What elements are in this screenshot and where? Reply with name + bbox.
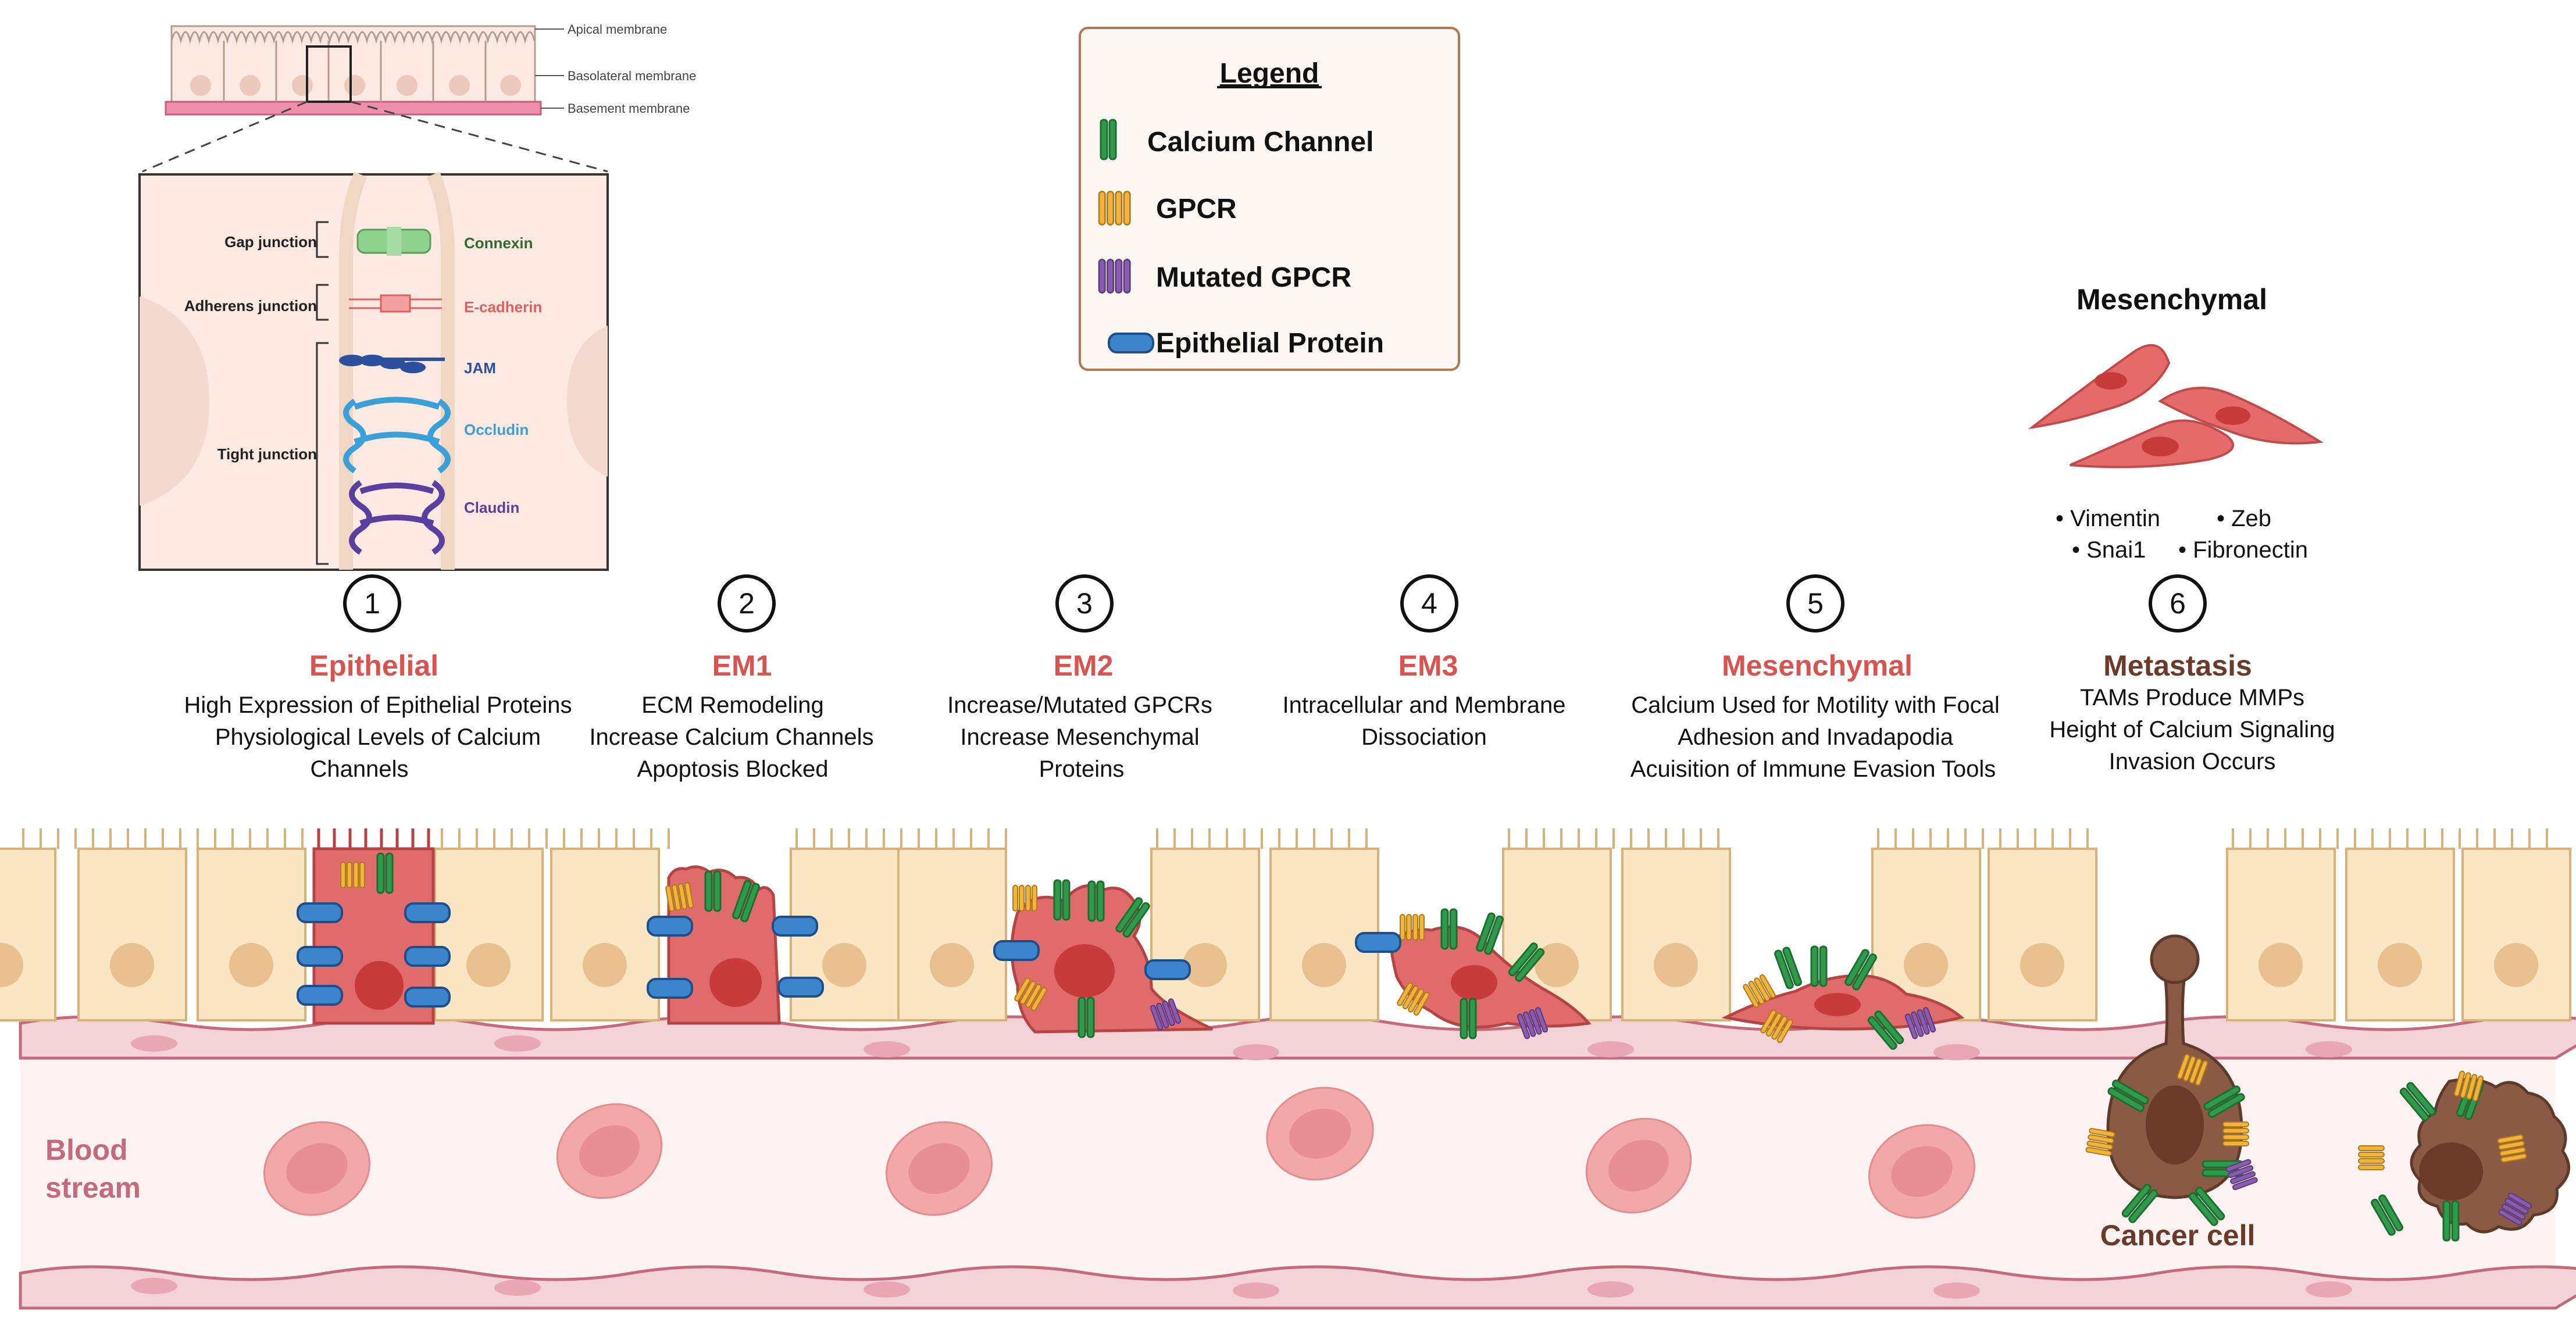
stage-3-em2-cell [993,879,1214,1038]
stage-line: Increase Mesenchymal [960,724,1199,750]
mesenchymal-panel: Mesenchymal • Vimentin • Zeb • Snai1 • F… [2028,283,2324,563]
stage-title: Metastasis [2103,649,2252,682]
epithelial-protein-icon [1144,959,1191,980]
legend-label-calcium-channel: Calcium Channel [1147,127,1373,158]
connexin-icon [356,227,431,256]
epithelial-protein-icon [993,940,1040,961]
stage-number: 5 [1807,587,1824,620]
stage-5-mesenchymal-cell [1721,945,1965,1051]
stage-line: Apoptosis Blocked [637,756,828,782]
blood-stream-label: Blood [45,1134,128,1166]
calcium-channel-icon [1475,912,1505,956]
e-cadherin-label: E-cadherin [464,298,542,316]
legend-label-gpcr: GPCR [1156,194,1237,224]
stage-line: Acuisition of Immune Evasion Tools [1630,756,1996,782]
stage-2: 2 EM1 ECM Remodeling Increase Calcium Ch… [589,574,874,782]
stage-line: Height of Calcium Signaling [2049,717,2335,742]
stage-number: 1 [364,587,380,620]
legend-box: Legend Calcium Channel GPCR Mutated GPCR… [1079,27,1460,371]
legend-title: Legend [1220,58,1319,89]
legend-label-epithelial-protein: Epithelial Protein [1156,328,1384,359]
epithelial-protein-icon [1355,932,1401,953]
stage-line: Physiological Levels of Calcium [215,724,541,750]
epithelial-protein-icon [404,946,451,967]
basolateral-membrane-label: Basolateral membrane [568,69,696,83]
claudin-label: Claudin [464,499,519,516]
stage-line: Calcium Used for Motility with Focal [1631,692,2000,718]
occludin-label: Occludin [464,421,529,438]
stage-number: 3 [1076,587,1093,620]
adherens-junction-label: Adherens junction [184,297,317,315]
marker-fibronectin: • Fibronectin [2178,537,2308,563]
basement-membrane-label: Basement membrane [568,101,690,116]
connexin-label: Connexin [464,234,533,252]
tight-junction-label: Tight junction [217,445,317,463]
stage-line: Increase/Mutated GPCRs [947,692,1212,718]
legend-item-mutated-gpcr: Mutated GPCR [1098,259,1351,294]
stage-4: 4 EM3 Intracellular and Membrane Dissoci… [1283,574,1566,750]
calcium-channel-icon [1773,946,1803,990]
stage-line: Dissociation [1361,724,1487,750]
occludin-icon [343,396,451,474]
epithelial-protein-icon [404,902,451,923]
legend-item-calcium-channel: Calcium Channel [1100,119,1373,160]
stage-title: Mesenchymal [1722,649,1913,682]
epithelial-protein-icon [647,916,693,937]
marker-vimentin: • Vimentin [2056,506,2160,531]
epithelial-protein-icon [772,916,818,937]
gap-junction-label: Gap junction [224,233,317,251]
cancer-cell-label: Cancer cell [2100,1219,2256,1252]
epithelial-protein-icon [1108,333,1154,353]
circulating-cancer-cell [2358,1070,2570,1242]
stage-5: 5 Mesenchymal Calcium Used for Motility … [1630,574,2000,782]
epithelial-layer [0,828,2571,1021]
stage-line: High Expression of Epithelial Proteins [184,692,572,718]
marker-snai1: • Snai1 [2072,537,2146,563]
legend-label-mutated-gpcr: Mutated GPCR [1156,262,1351,293]
claudin-icon [349,480,445,555]
stage-line: Proteins [1039,756,1125,782]
stage-line: ECM Remodeling [641,692,823,718]
stage-number: 6 [2170,587,2186,620]
epithelial-protein-icon [297,946,343,967]
stage-6: 6 Metastasis TAMs Produce MMPs Height of… [2049,574,2335,774]
mesenchymal-cells-illustration [2028,344,2324,469]
calcium-channel-icon [1810,945,1828,987]
intravasating-cancer-cell: Cancer cell [2085,934,2259,1252]
epithelial-protein-icon [777,977,824,998]
junction-zoom-inset: Gap junction Adherens junction Tight jun… [138,172,609,571]
stage-number: 2 [738,587,755,620]
legend-item-gpcr: GPCR [1098,191,1237,226]
epithelial-protein-icon [297,902,343,923]
legend-item-epithelial-protein: Epithelial Protein [1108,328,1384,359]
mesenchymal-title: Mesenchymal [2077,283,2267,316]
epithelial-protein-icon [647,978,693,999]
stage-4-em3-cell [1355,908,1592,1040]
jam-label: JAM [464,359,496,377]
stage-line: Intracellular and Membrane [1283,692,1566,718]
stage-line: Increase Calcium Channels [589,724,873,750]
stage-line: Invasion Occurs [2109,749,2276,774]
apical-membrane-label: Apical membrane [568,22,667,37]
stage-line: Channels [310,756,408,782]
blood-stream-label-2: stream [45,1171,141,1204]
stage-title: EM1 [712,649,772,682]
epithelium-sheet-inset: Apical membrane Basolateral membrane Bas… [142,22,696,173]
epithelial-protein-icon [297,985,343,1006]
marker-zeb: • Zeb [2217,506,2271,531]
stage-title: EM2 [1054,649,1114,682]
epithelial-protein-icon [404,987,451,1008]
stage-3: 3 EM2 Increase/Mutated GPCRs Increase Me… [947,574,1212,782]
stage-line: TAMs Produce MMPs [2080,685,2304,710]
e-cadherin-icon [349,294,442,313]
stage-number: 4 [1421,587,1437,620]
stage-title: Epithelial [309,649,438,682]
stage-title: EM3 [1398,649,1458,682]
stage-line: Adhesion and Invadapodia [1678,724,1953,750]
jam-icon [339,355,445,373]
stage-2-em1-cell [647,865,824,1025]
stage-1: 1 Epithelial High Expression of Epitheli… [184,574,572,782]
stage-1-epithelial-cell [297,828,451,1025]
